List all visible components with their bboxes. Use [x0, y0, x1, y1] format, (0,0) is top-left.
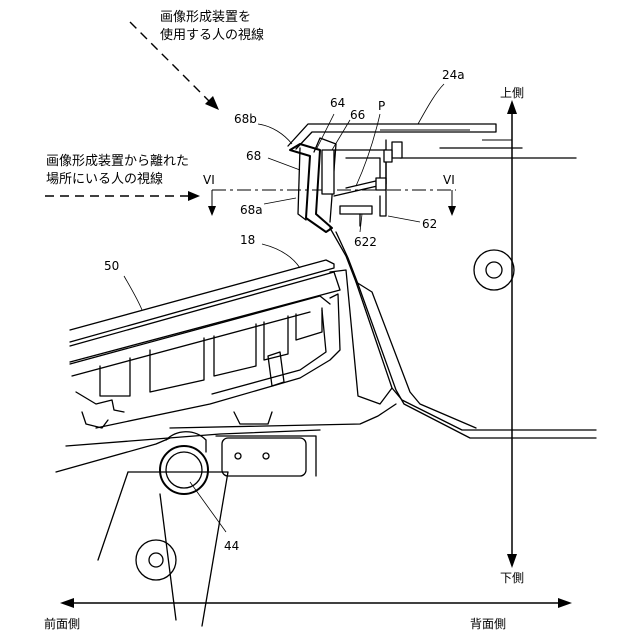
numeral-50: 50 [104, 259, 119, 273]
lower-bracket [56, 432, 316, 476]
operation-panel-68 [290, 138, 392, 232]
numeral-64: 64 [330, 96, 345, 110]
far-sight-line: 画像形成装置から離れた 場所にいる人の視線 [45, 154, 200, 201]
numeral-68: 68 [246, 149, 261, 163]
user-sight-line: 画像形成装置を 使用する人の視線 [130, 10, 264, 110]
scanner-unit-50 [70, 260, 340, 428]
vertical-direction-axis: 上側 下側 [500, 86, 524, 585]
reference-numerals: 24a 64 66 P 68b 68 68a 622 62 18 50 44 [104, 68, 465, 553]
far-sight-line-text-2: 場所にいる人の視線 [46, 171, 163, 187]
far-sight-line-text-1: 画像形成装置から離れた [46, 154, 189, 169]
numeral-62: 62 [422, 217, 437, 231]
right-frame [474, 250, 514, 290]
direction-front-label: 前面側 [44, 616, 80, 631]
numeral-68b: 68b [234, 112, 257, 126]
user-sight-line-text-2: 使用する人の視線 [160, 27, 264, 43]
hinge-44 [98, 446, 228, 626]
user-sight-line-arrowhead [205, 96, 219, 110]
section-mark-left: VI [203, 173, 215, 187]
user-sight-line-text-1: 画像形成装置を [160, 10, 251, 25]
horizontal-direction-axis: 前面側 背面側 [44, 598, 572, 631]
direction-back-label: 背面側 [470, 617, 506, 631]
numeral-622: 622 [354, 235, 377, 249]
numeral-68a: 68a [240, 203, 263, 217]
numeral-18: 18 [240, 233, 255, 247]
numeral-66: 66 [350, 108, 365, 122]
section-mark-right: VI [443, 173, 455, 187]
numeral-44: 44 [224, 539, 239, 553]
inner-frame [66, 228, 596, 446]
numeral-P: P [378, 99, 385, 113]
direction-up-label: 上側 [500, 86, 524, 100]
numeral-24a: 24a [442, 68, 465, 82]
direction-down-label: 下側 [500, 571, 524, 585]
far-sight-line-arrowhead [188, 191, 200, 201]
